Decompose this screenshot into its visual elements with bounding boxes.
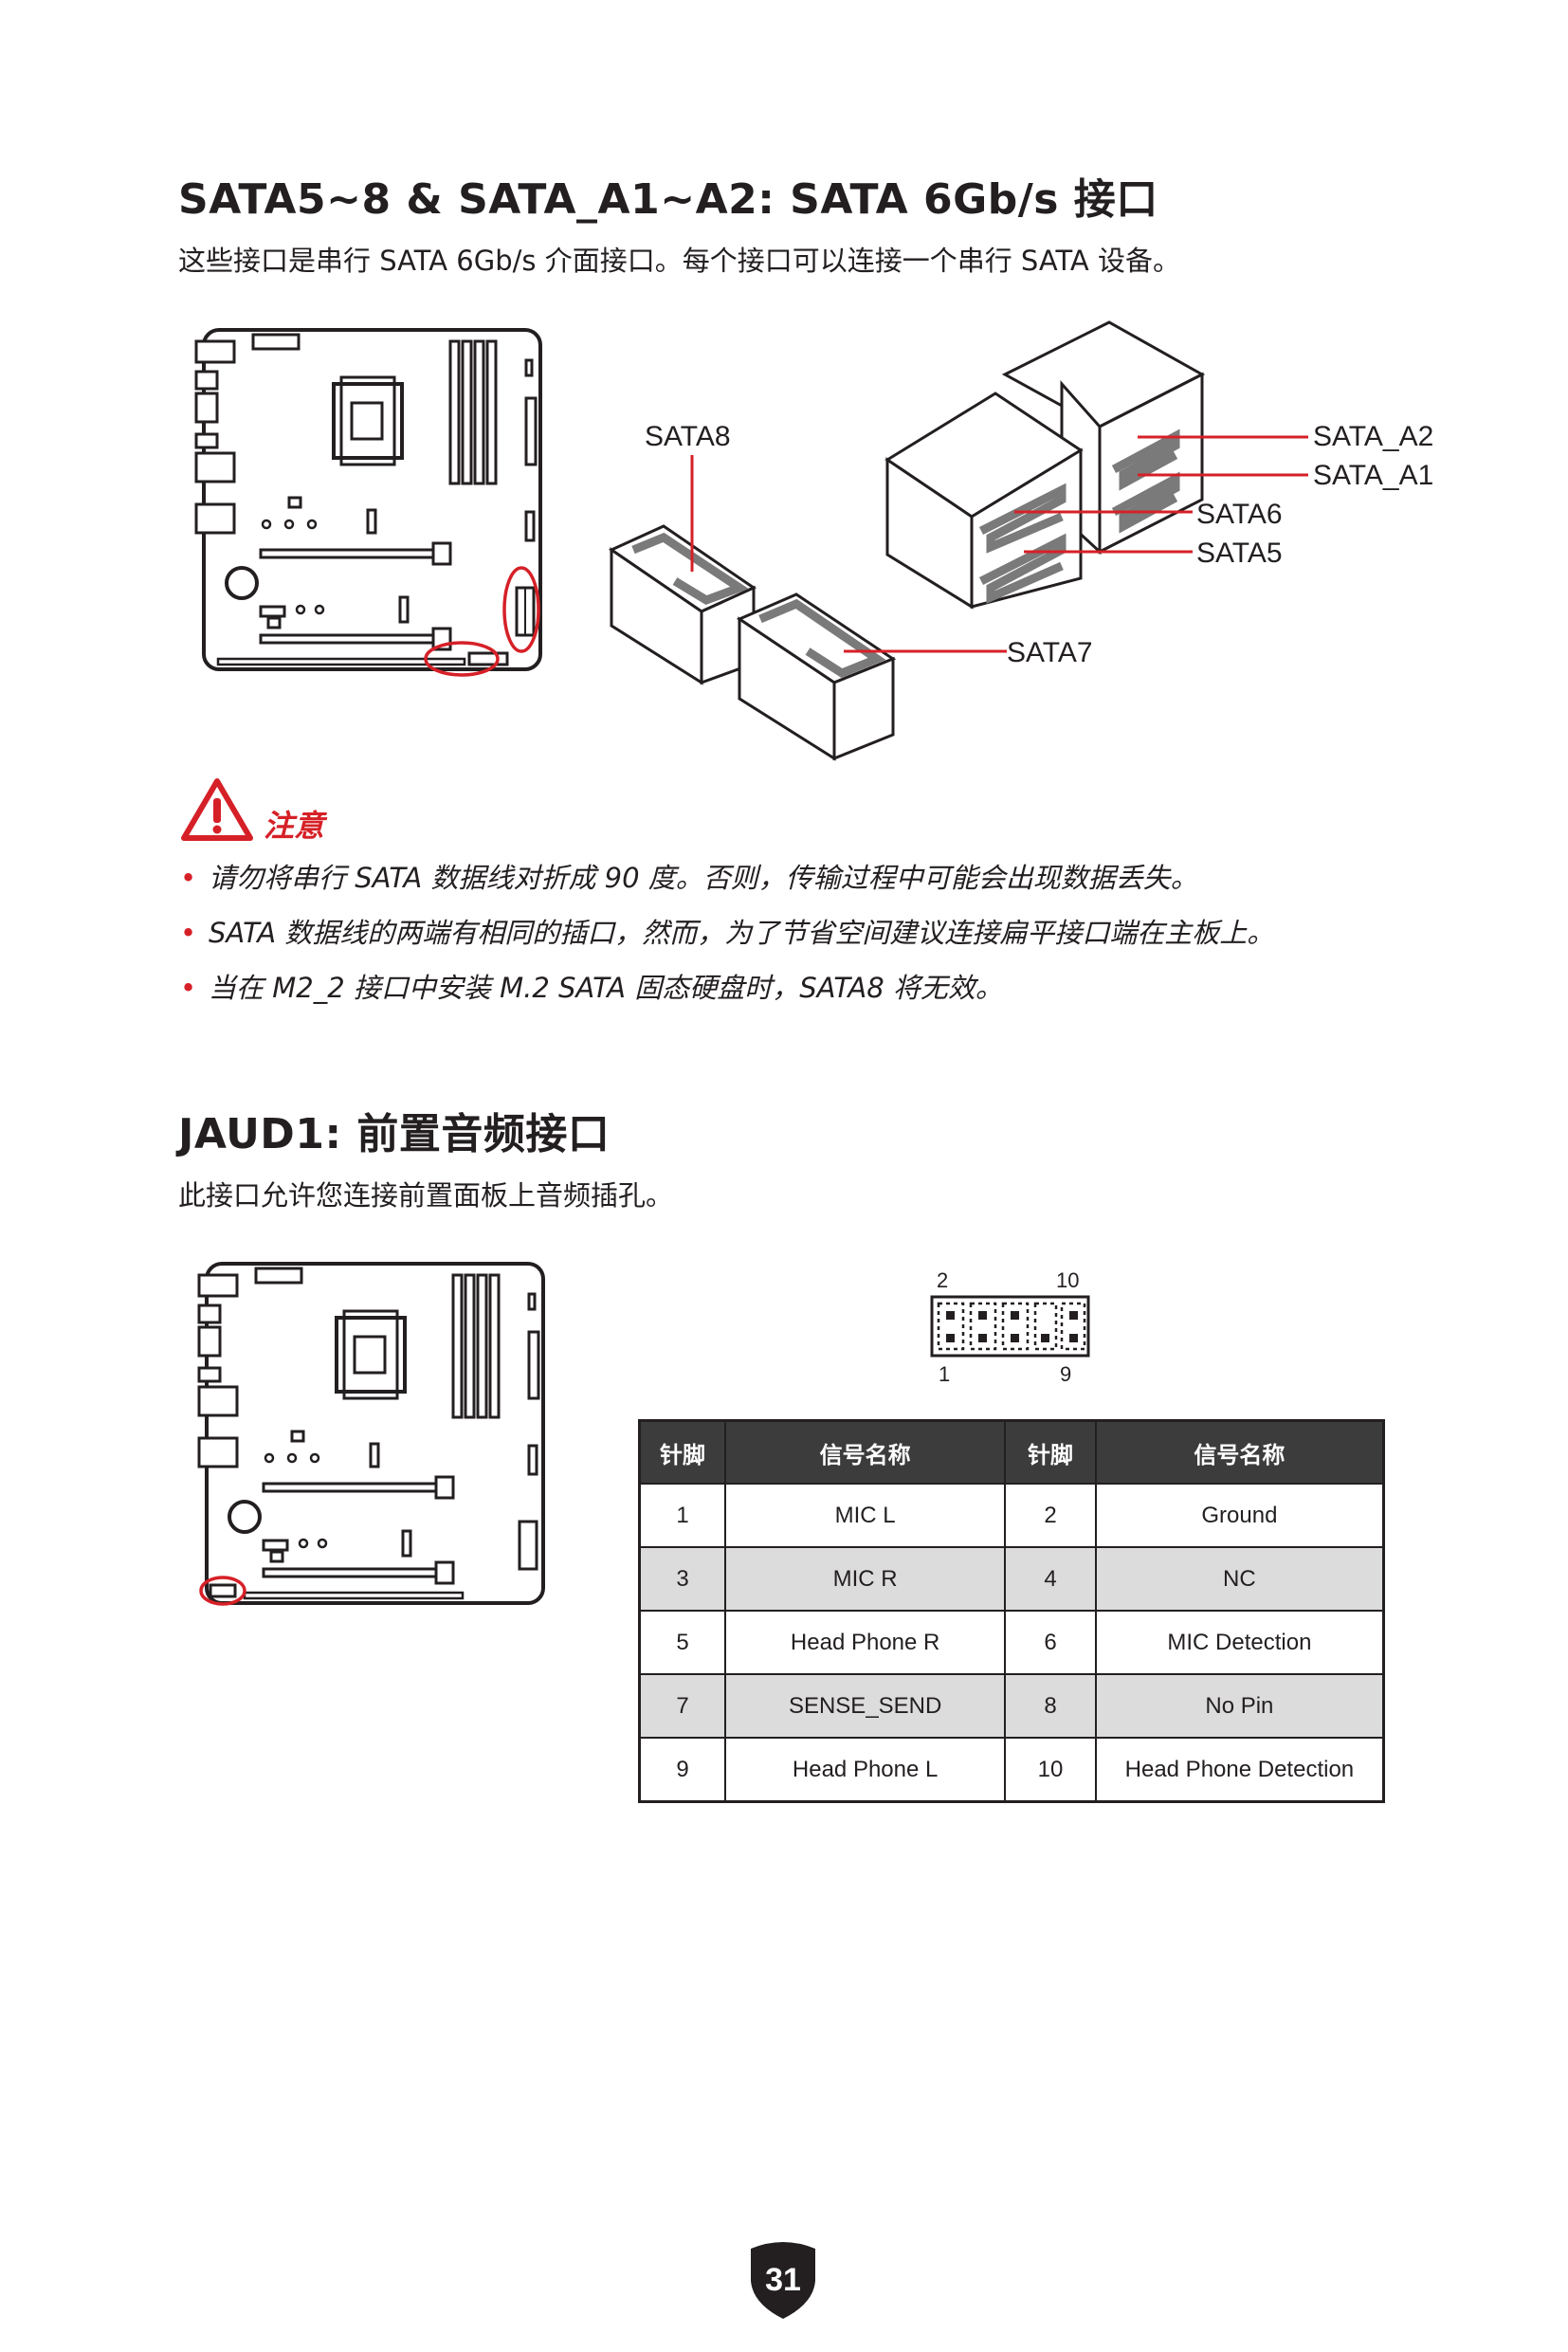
caution-item: •当在 M2_2 接口中安装 M.2 SATA 固态硬盘时，SATA8 将无效。: [180, 969, 1274, 1024]
caution-list: •请勿将串行 SATA 数据线对折成 90 度。否则，传输过程中可能会出现数据丢…: [180, 859, 1274, 1024]
pin-label-2: 2: [937, 1268, 948, 1292]
caution-title: 注意: [264, 808, 325, 844]
table-row: 1 MIC L 2 Ground: [638, 1483, 1385, 1548]
header-signal: 信号名称: [1094, 1419, 1385, 1485]
bullet-icon: •: [180, 917, 197, 949]
pin-cell: 7: [638, 1673, 727, 1739]
pin-label-10: 10: [1056, 1268, 1079, 1292]
label-sata-a2: SATA_A2: [1313, 421, 1433, 452]
pin-cell: 3: [638, 1546, 727, 1612]
signal-cell: MIC Detection: [1094, 1610, 1385, 1675]
pin-cell: 8: [1004, 1673, 1097, 1739]
pin-label-9: 9: [1060, 1362, 1071, 1386]
pin-label-1: 1: [939, 1362, 950, 1386]
header-signal: 信号名称: [724, 1419, 1007, 1485]
pin-cell: 5: [638, 1610, 727, 1675]
label-sata5: SATA5: [1196, 538, 1283, 569]
sata-section-description: 这些接口是串行 SATA 6Gb/s 介面接口。每个接口可以连接一个串行 SAT…: [178, 245, 1180, 277]
signal-cell: Head Phone Detection: [1094, 1737, 1385, 1803]
header-pin: 针脚: [638, 1419, 727, 1485]
caution-item: •请勿将串行 SATA 数据线对折成 90 度。否则，传输过程中可能会出现数据丢…: [180, 859, 1274, 914]
pin-cell: 10: [1004, 1737, 1097, 1803]
sata-section-title: SATA5~8 & SATA_A1~A2: SATA 6Gb/s 接口: [178, 175, 1158, 224]
table-row: 7 SENSE_SEND 8 No Pin: [638, 1673, 1385, 1739]
motherboard-diagram-jaud: [197, 1262, 545, 1606]
signal-cell: Ground: [1094, 1483, 1385, 1548]
label-sata8: SATA8: [645, 421, 731, 452]
pin-definition-table: 针脚 信号名称 针脚 信号名称 1 MIC L 2 Ground 3 MIC R…: [638, 1419, 1385, 1803]
label-sata-a1: SATA_A1: [1313, 460, 1433, 491]
signal-cell: NC: [1094, 1546, 1385, 1612]
label-sata6: SATA6: [1196, 499, 1283, 530]
bullet-icon: •: [180, 862, 197, 894]
table-row: 9 Head Phone L 10 Head Phone Detection: [638, 1737, 1385, 1803]
label-sata7: SATA7: [1007, 637, 1093, 668]
table-row: 3 MIC R 4 NC: [638, 1546, 1385, 1612]
warning-icon: [181, 778, 253, 841]
header-pin: 针脚: [1004, 1419, 1097, 1485]
signal-cell: No Pin: [1094, 1673, 1385, 1739]
sata-connectors-diagram: SATA8 SATA7 SATA_A2 SATA_A1 SATA6 SATA5: [608, 320, 1433, 761]
motherboard-diagram-sata: [194, 328, 542, 677]
bullet-icon: •: [180, 972, 197, 1004]
page-number: 31: [765, 2262, 801, 2298]
signal-cell: MIC L: [724, 1483, 1007, 1548]
pin-cell: 9: [638, 1737, 727, 1803]
jaud-section-description: 此接口允许您连接前置面板上音频插孔。: [178, 1179, 674, 1212]
signal-cell: Head Phone R: [724, 1610, 1007, 1675]
pin-cell: 4: [1004, 1546, 1097, 1612]
caution-item: •SATA 数据线的两端有相同的插口，然而，为了节省空间建议连接扁平接口端在主板…: [180, 914, 1274, 969]
pin-cell: 2: [1004, 1483, 1097, 1548]
pin-header-diagram: 2 10 1 9: [930, 1268, 1090, 1386]
jaud-section-title: JAUD1: 前置音频接口: [178, 1110, 611, 1158]
table-row: 5 Head Phone R 6 MIC Detection: [638, 1610, 1385, 1675]
signal-cell: MIC R: [724, 1546, 1007, 1612]
signal-cell: SENSE_SEND: [724, 1673, 1007, 1739]
page-number-badge: 31: [751, 2242, 815, 2319]
pin-cell: 1: [638, 1483, 727, 1548]
table-header-row: 针脚 信号名称 针脚 信号名称: [638, 1419, 1385, 1485]
signal-cell: Head Phone L: [724, 1737, 1007, 1803]
pin-cell: 6: [1004, 1610, 1097, 1675]
